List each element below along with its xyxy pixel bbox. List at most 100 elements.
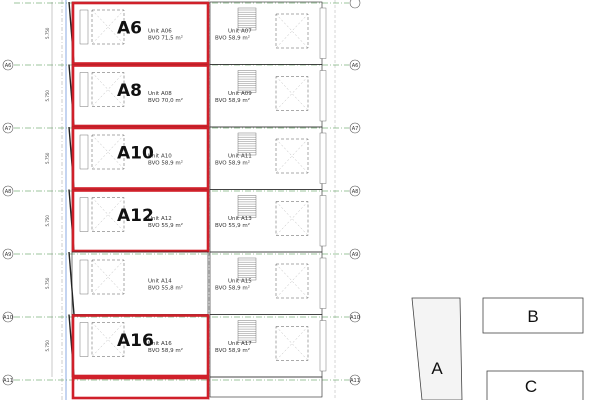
fixture bbox=[275, 326, 309, 361]
grid-bubble bbox=[2, 185, 14, 197]
key-label-a: A bbox=[431, 359, 443, 378]
unit-name: Unit A16 bbox=[148, 341, 172, 347]
key-block-a bbox=[411, 297, 463, 400]
grid-bubble bbox=[349, 59, 361, 71]
unit-name: Unit A09 bbox=[228, 91, 252, 97]
unit-name: Unit A06 bbox=[148, 28, 172, 34]
unit-name: Unit A10 bbox=[148, 153, 172, 159]
fixture-diagonal bbox=[275, 201, 309, 236]
grid-label: A10 bbox=[350, 315, 360, 321]
fixture-diagonal bbox=[275, 13, 309, 49]
fixture bbox=[91, 197, 125, 232]
highlight-outline bbox=[71, 314, 210, 378]
highlight-outline bbox=[71, 64, 210, 128]
fixture bbox=[91, 134, 125, 170]
dimension-text: 5.750 bbox=[45, 340, 50, 352]
fixture-diagonal bbox=[275, 201, 309, 236]
fixture bbox=[91, 259, 125, 295]
highlight-label: A10 bbox=[117, 143, 154, 163]
unit-area: BVO 55,9 m² bbox=[215, 222, 250, 229]
stair bbox=[237, 195, 257, 218]
fixture-diagonal bbox=[275, 138, 309, 174]
unit-area: BVO 58,9 m² bbox=[215, 159, 250, 166]
highlight-outline bbox=[71, 1, 210, 65]
unit-area: BVO 70,0 m² bbox=[148, 97, 183, 104]
highlight-label: A16 bbox=[117, 331, 154, 351]
shaft bbox=[319, 320, 327, 372]
unit-area: BVO 58,9 m² bbox=[215, 34, 250, 41]
grid-bubble bbox=[349, 374, 361, 386]
unit-area: BVO 58,9 m² bbox=[215, 284, 250, 291]
key-label-c: C bbox=[525, 377, 537, 396]
fixture bbox=[275, 13, 309, 49]
grid-label: A6 bbox=[5, 63, 12, 69]
highlight-label: A12 bbox=[117, 206, 154, 226]
highlight-outline bbox=[71, 376, 210, 400]
grid-label: A9 bbox=[5, 252, 12, 258]
fixture-diagonal bbox=[91, 259, 125, 295]
unit-wall bbox=[209, 251, 323, 315]
unit-name: Unit A07 bbox=[228, 28, 252, 34]
dimension-text: 5.750 bbox=[45, 215, 50, 227]
grid-bubble bbox=[349, 185, 361, 197]
fixture bbox=[275, 138, 309, 174]
highlight-outline bbox=[71, 189, 210, 253]
fixture bbox=[91, 322, 125, 357]
unit-name: Unit A13 bbox=[228, 216, 252, 222]
highlight-outline bbox=[71, 126, 210, 190]
fixture bbox=[275, 201, 309, 236]
dimension-text: 5.750 bbox=[45, 27, 50, 39]
unit-area: BVO 55,9 m² bbox=[148, 222, 183, 229]
stair bbox=[237, 320, 257, 343]
unit-area: BVO 58,9 m² bbox=[148, 347, 183, 354]
grid-label: A7 bbox=[5, 126, 12, 132]
dimension-text: 5.750 bbox=[45, 152, 50, 164]
grid-label: A6 bbox=[352, 63, 359, 69]
unit-name: Unit A17 bbox=[228, 341, 252, 347]
fixture-diagonal bbox=[275, 263, 309, 299]
key-block-c bbox=[486, 370, 584, 400]
grid-bubble bbox=[2, 59, 14, 71]
shaft bbox=[319, 257, 327, 309]
key-block-b bbox=[482, 297, 584, 334]
fixture bbox=[91, 9, 125, 45]
grid-bubble bbox=[349, 0, 361, 9]
grid-bubble bbox=[2, 248, 14, 260]
fixture-diagonal bbox=[275, 76, 309, 111]
dimension-text: 5.750 bbox=[45, 277, 50, 289]
fixture-diagonal bbox=[275, 138, 309, 174]
cabinet bbox=[79, 72, 89, 107]
grid-label: A11 bbox=[350, 378, 360, 384]
fixture bbox=[275, 263, 309, 299]
shaft bbox=[319, 7, 327, 59]
stair bbox=[237, 257, 257, 281]
grid-bubble bbox=[2, 374, 14, 386]
grid-label: A7 bbox=[352, 126, 359, 132]
unit-name: Unit A14 bbox=[148, 278, 172, 284]
unit-wall bbox=[209, 376, 323, 398]
shaft bbox=[319, 132, 327, 184]
fixture bbox=[275, 76, 309, 111]
fixture-diagonal bbox=[275, 263, 309, 299]
grid-label: A11 bbox=[3, 378, 13, 384]
unit-name: Unit A12 bbox=[148, 216, 172, 222]
unit-wall bbox=[71, 251, 209, 315]
stair bbox=[237, 70, 257, 93]
unit-wall bbox=[209, 314, 323, 378]
fixture-diagonal bbox=[275, 13, 309, 49]
unit-name: Unit A08 bbox=[148, 91, 172, 97]
cabinet bbox=[79, 197, 89, 232]
grid-bubble bbox=[349, 311, 361, 323]
fixture bbox=[91, 72, 125, 107]
unit-wall bbox=[209, 64, 323, 128]
facade-wall bbox=[68, 251, 75, 315]
unit-area: BVO 55,8 m² bbox=[148, 284, 183, 291]
grid-label: A8 bbox=[5, 189, 12, 195]
unit-wall bbox=[209, 126, 323, 190]
unit-area: BVO 58,9 m² bbox=[215, 347, 250, 354]
highlight-label: A8 bbox=[117, 81, 142, 101]
cabinet bbox=[79, 134, 89, 170]
unit-name: Unit A15 bbox=[228, 278, 252, 284]
highlight-label: A6 bbox=[117, 18, 142, 38]
